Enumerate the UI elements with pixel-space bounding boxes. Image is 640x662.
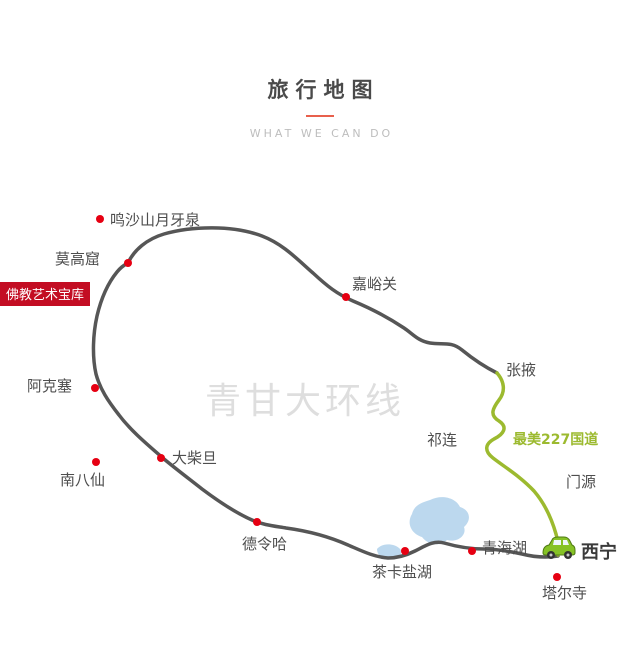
- dot-chaka: [401, 547, 409, 555]
- badge-buddhist-art: 佛教艺术宝库: [0, 282, 91, 306]
- dot-jiayuguan: [342, 293, 350, 301]
- dot-nanbaxian: [92, 458, 100, 466]
- label-chaka: 茶卡盐湖: [372, 563, 433, 581]
- label-menyuan: 门源: [566, 473, 597, 491]
- main-route-path: [91, 226, 560, 560]
- label-dachaidan: 大柴旦: [172, 449, 218, 467]
- dot-qinghaihu: [468, 547, 476, 555]
- page-header: 旅行地图 WHAT WE CAN DO: [0, 74, 640, 140]
- label-mogao: 莫高窟: [55, 250, 101, 268]
- label-mingsha: 鸣沙山月牙泉: [110, 211, 201, 229]
- title-divider: [306, 115, 334, 117]
- car-icon: [542, 536, 576, 559]
- g227-route-path: [485, 371, 561, 557]
- label-xining: 西宁: [581, 542, 617, 563]
- label-qinghaihu: 青海湖: [482, 539, 528, 557]
- label-jiayuguan: 嘉峪关: [352, 275, 398, 293]
- dot-akesai: [91, 384, 99, 392]
- page-subtitle: WHAT WE CAN DO: [249, 127, 394, 140]
- dot-delingha: [253, 518, 261, 526]
- label-taersi: 塔尔寺: [542, 584, 588, 602]
- label-nanbaxian: 南八仙: [60, 471, 106, 489]
- chaka-lake-shape: [377, 544, 402, 559]
- qinghai-lake-shape: [409, 497, 469, 545]
- dot-mogao: [124, 259, 132, 267]
- label-g227-route: 最美227国道: [513, 432, 599, 448]
- label-zhangye: 张掖: [506, 361, 537, 379]
- label-delingha: 德令哈: [242, 535, 288, 553]
- map-watermark: 青甘大环线: [205, 381, 406, 422]
- dot-dachaidan: [157, 454, 165, 462]
- page-title: 旅行地图: [267, 78, 380, 102]
- label-qilian: 祁连: [427, 431, 458, 449]
- dot-mingsha: [96, 215, 104, 223]
- label-akesai: 阿克塞: [27, 377, 73, 395]
- dot-taersi: [553, 573, 561, 581]
